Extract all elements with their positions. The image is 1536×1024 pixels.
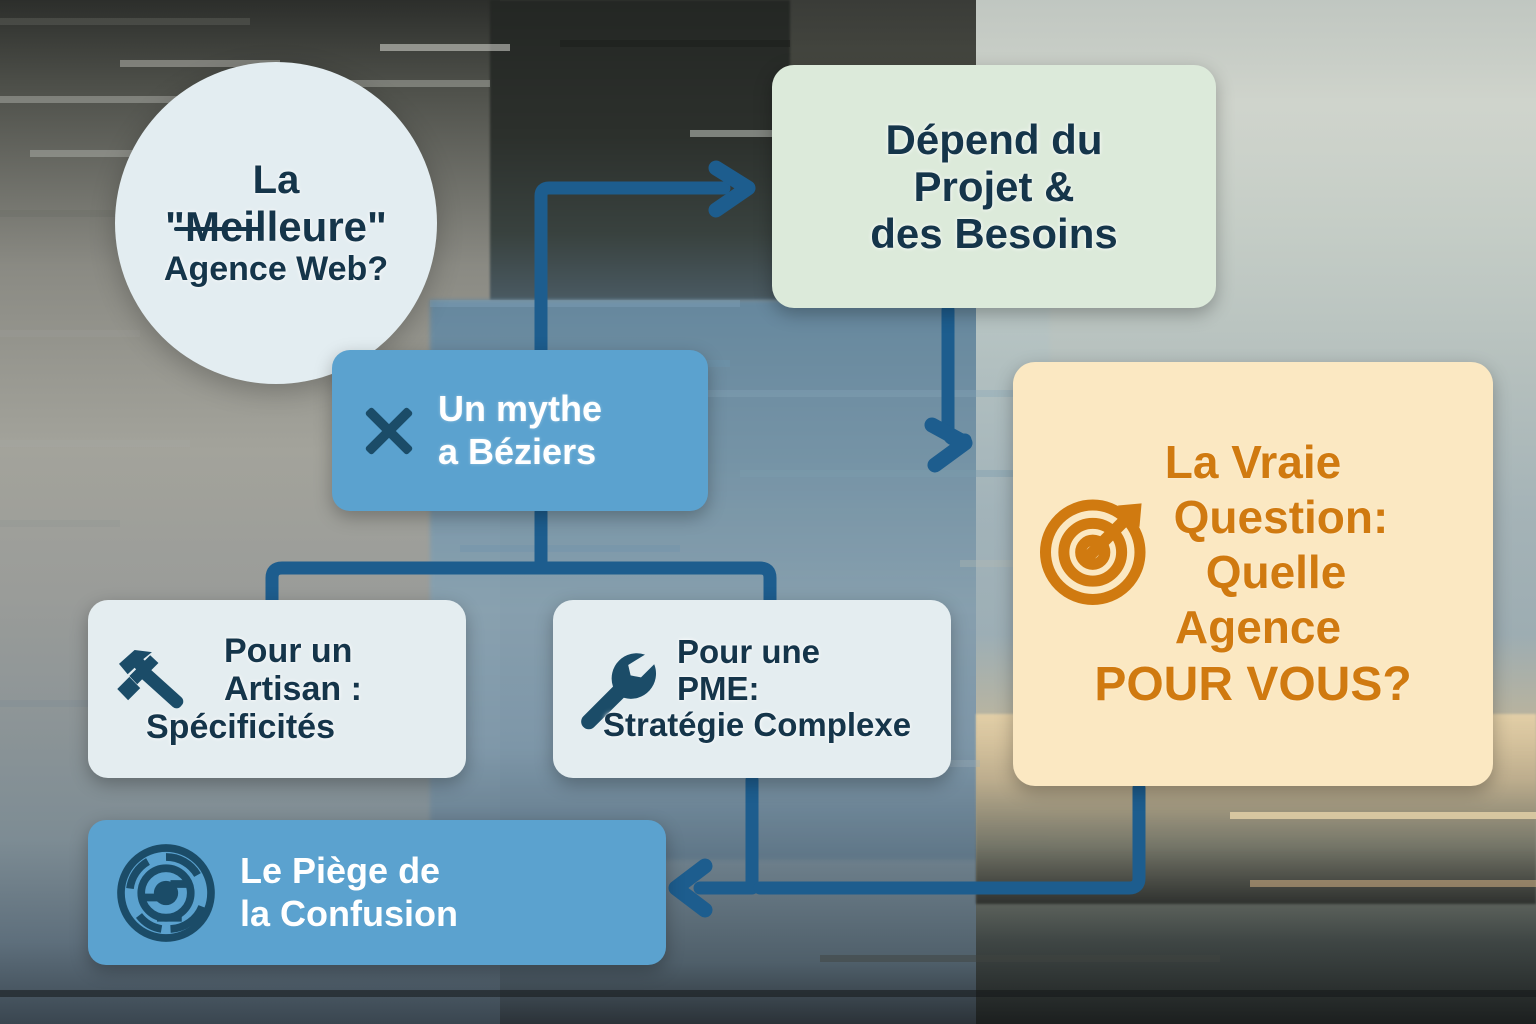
x-mark-icon	[365, 407, 413, 454]
orange-line-3: Quelle	[1205, 546, 1347, 599]
green-line-1: Dépend du	[885, 115, 1103, 163]
pme-box: Pour une PME: Stratégie Complexe	[553, 600, 951, 778]
artisan-box-text: Pour un Artisan : Spécificités	[146, 631, 362, 746]
depends-box-text: Dépend du Projet & des Besoins	[870, 116, 1117, 257]
pme-line-1: Pour une	[677, 632, 821, 670]
green-line-2: Projet &	[913, 162, 1075, 210]
piege-line-2: la Confusion	[240, 892, 458, 934]
question-circle-text: La "Meilleure" Agence Web?	[164, 158, 388, 288]
confusion-trap-box: Le Piège de la Confusion	[88, 820, 666, 965]
real-question-box: La Vraie Question: Quelle Agence POUR VO…	[1013, 362, 1493, 786]
green-line-3: des Besoins	[870, 210, 1118, 258]
piege-line-1: Le Piège de	[240, 850, 441, 892]
artisan-line-2: Artisan :	[224, 669, 362, 708]
myth-box-text: Un mythe a Béziers	[438, 388, 602, 473]
myth-line-1: Un mythe	[438, 388, 603, 430]
maze-icon	[117, 843, 215, 942]
orange-line-1: La Vraie	[1164, 435, 1342, 488]
pme-box-text: Pour une PME: Stratégie Complexe	[603, 632, 911, 745]
circle-line-2: "Meilleure"	[164, 203, 388, 250]
real-question-text: La Vraie Question: Quelle Agence POUR VO…	[1094, 435, 1411, 713]
pme-line-2: PME:	[677, 669, 760, 707]
background-dark-band	[490, 0, 790, 300]
myth-box: Un mythe a Béziers	[332, 350, 708, 511]
question-circle: La "Meilleure" Agence Web?	[115, 62, 437, 384]
hammer-icon	[117, 650, 184, 709]
confusion-trap-text: Le Piège de la Confusion	[240, 850, 458, 935]
circle-line-3: Agence Web?	[163, 249, 389, 288]
quote-close: "	[367, 202, 387, 250]
artisan-box: Pour un Artisan : Spécificités	[88, 600, 466, 778]
quote-open: "	[165, 202, 185, 250]
depends-box: Dépend du Projet & des Besoins	[772, 65, 1216, 308]
artisan-line-3: Spécificités	[146, 708, 335, 747]
struck-word: Meilleure	[174, 202, 368, 250]
circle-line-1: La	[252, 158, 300, 203]
orange-line-5: POUR VOUS?	[1094, 657, 1412, 711]
orange-line-2: Question:	[1173, 491, 1389, 544]
wrench-icon	[581, 653, 657, 730]
myth-line-2: a Béziers	[438, 430, 597, 472]
orange-line-4: Agence	[1174, 601, 1342, 654]
target-arrow-icon	[1039, 499, 1146, 606]
artisan-line-1: Pour un	[224, 631, 353, 670]
pme-line-3: Stratégie Complexe	[603, 706, 912, 744]
